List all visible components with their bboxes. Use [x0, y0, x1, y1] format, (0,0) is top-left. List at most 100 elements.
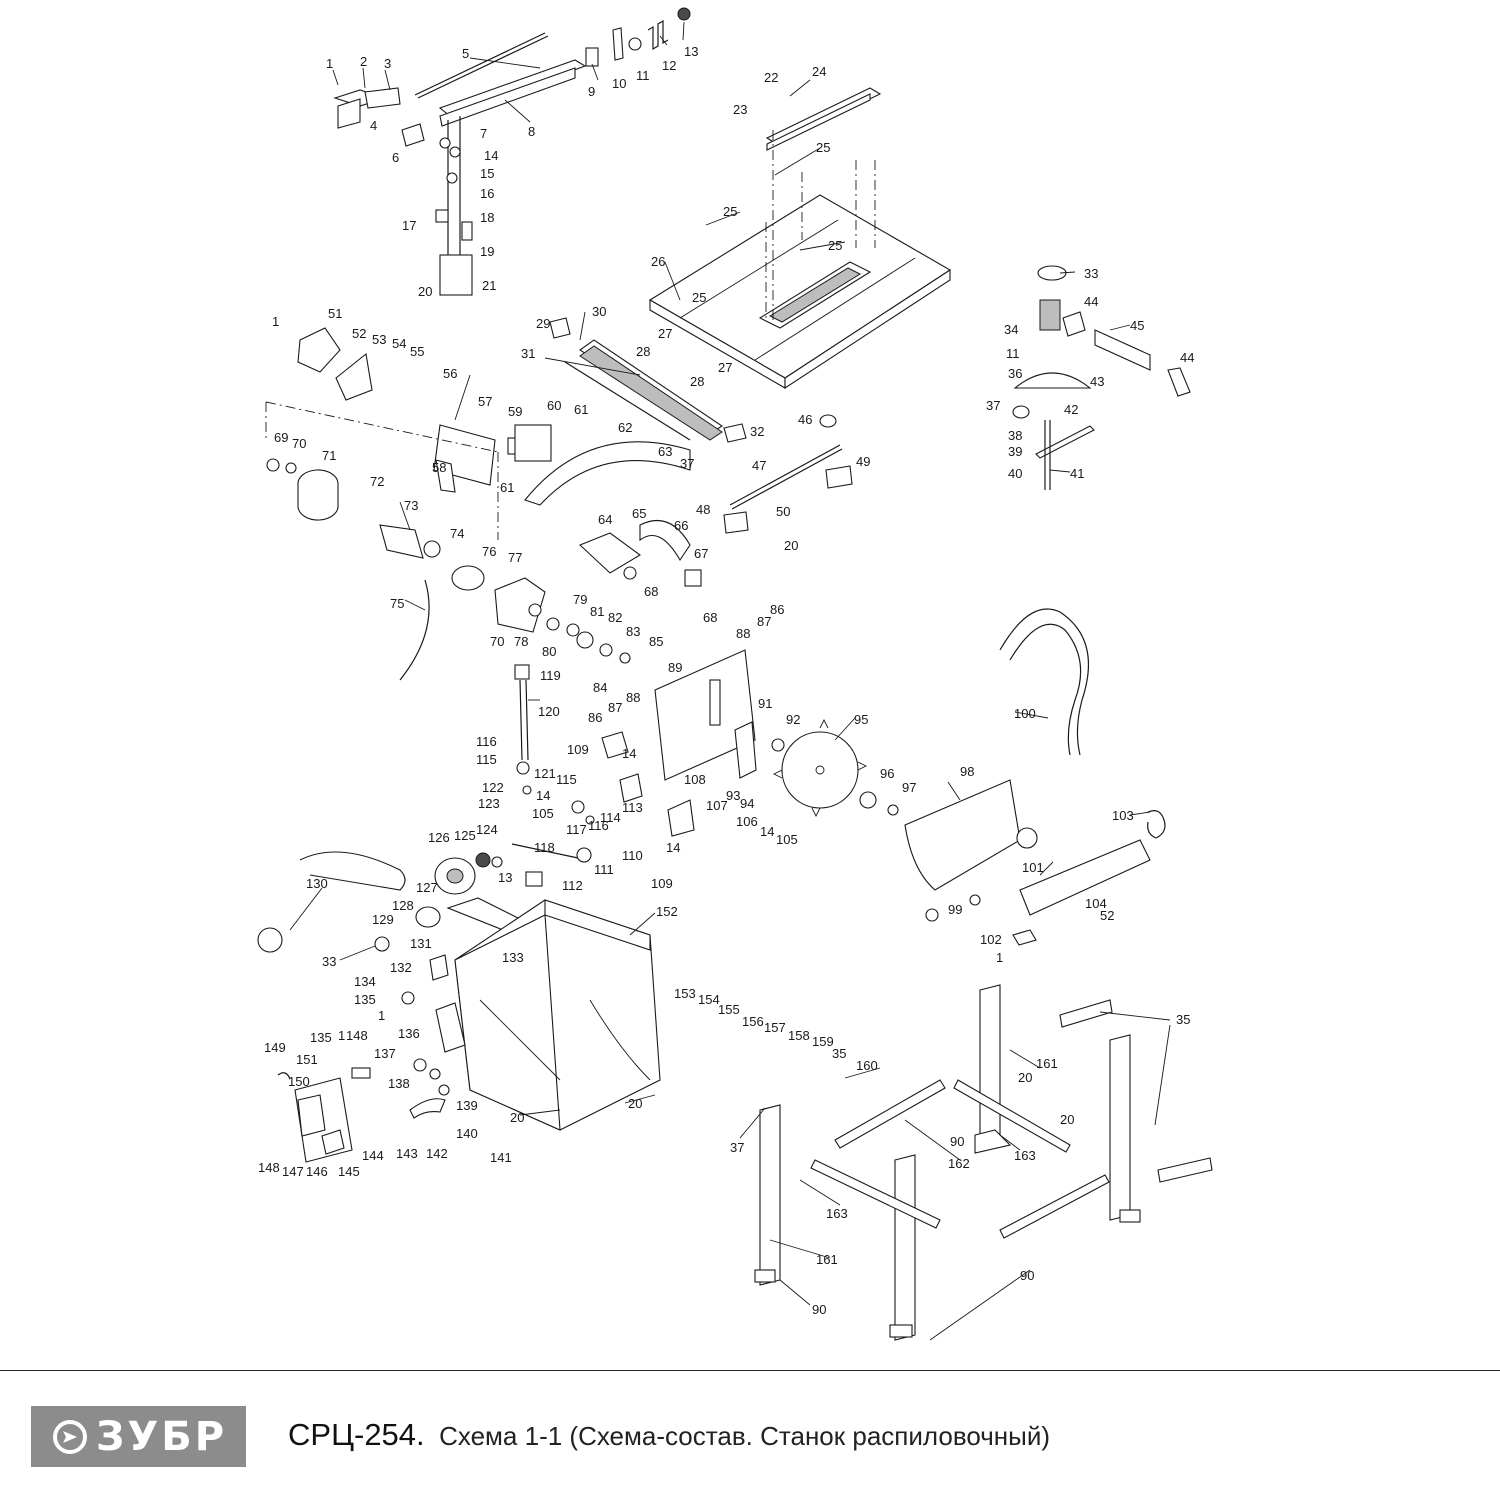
part-label: 43 [1090, 374, 1104, 389]
part-label: 6 [392, 150, 399, 165]
part-label: 44 [1084, 294, 1098, 309]
part-label: 110 [622, 848, 643, 863]
part-label: 162 [948, 1156, 970, 1171]
part-label: 67 [694, 546, 708, 561]
part-label: 24 [812, 64, 826, 79]
saw-blade [772, 718, 899, 818]
part-label: 134 [354, 974, 376, 989]
part-label: 14 [760, 824, 774, 839]
part-label: 118 [534, 840, 555, 855]
part-label: 86 [770, 602, 784, 617]
part-label: 98 [960, 764, 974, 779]
part-label: 129 [372, 912, 394, 927]
part-label: 77 [508, 550, 522, 565]
part-label: 125 [454, 828, 476, 843]
part-label: 74 [450, 526, 464, 541]
part-label: 113 [622, 800, 643, 815]
part-label: 34 [1004, 322, 1018, 337]
part-label: 1 [996, 950, 1003, 965]
diagram-caption: Схема 1-1 (Схема-состав. Станок распилов… [439, 1421, 1050, 1451]
part-label: 159 [812, 1034, 834, 1049]
part-label: 93 [726, 788, 740, 803]
part-label: 130 [306, 876, 328, 891]
part-label: 156 [742, 1014, 764, 1029]
part-label: 62 [618, 420, 632, 435]
part-label: 35 [832, 1046, 846, 1061]
part-label: 83 [626, 624, 640, 639]
part-label: 148 [346, 1028, 368, 1043]
part-label: 63 [658, 444, 672, 459]
part-label: 42 [1064, 402, 1078, 417]
part-label: 84 [593, 680, 607, 695]
part-label: 46 [798, 412, 812, 427]
part-label: 37 [986, 398, 1000, 413]
part-label: 37 [680, 456, 694, 471]
part-label: 153 [674, 986, 696, 1001]
part-label: 19 [480, 244, 494, 259]
part-label: 117 [566, 822, 587, 837]
part-label: 66 [674, 518, 688, 533]
brand-logo: ЗУБР [31, 1406, 246, 1467]
part-label: 135 [310, 1030, 332, 1045]
part-label: 87 [757, 614, 771, 629]
part-label: 161 [816, 1252, 838, 1267]
part-label: 115 [476, 752, 497, 767]
part-label: 57 [478, 394, 492, 409]
part-label: 20 [1060, 1112, 1074, 1127]
part-label: 20 [784, 538, 798, 553]
part-label: 88 [626, 690, 640, 705]
trunnion-plate [571, 649, 785, 837]
part-label: 90 [1020, 1268, 1034, 1283]
part-label: 49 [856, 454, 870, 469]
part-label: 107 [706, 798, 728, 813]
part-label: 70 [490, 634, 504, 649]
part-label: 14 [666, 840, 680, 855]
part-label: 2 [360, 54, 367, 69]
part-label: 52 [352, 326, 366, 341]
brand-name: ЗУБР [95, 1413, 228, 1460]
part-label: 136 [398, 1026, 420, 1041]
part-label: 100 [1014, 706, 1036, 721]
part-label: 25 [723, 204, 737, 219]
part-label: 13 [684, 44, 698, 59]
part-label: 4 [370, 118, 377, 133]
part-label: 23 [733, 102, 747, 117]
part-label: 142 [426, 1146, 448, 1161]
part-label: 5 [462, 46, 469, 61]
part-label: 28 [636, 344, 650, 359]
part-label: 97 [902, 780, 916, 795]
part-label: 116 [588, 818, 609, 833]
part-label: 70 [292, 436, 306, 451]
part-label: 50 [776, 504, 790, 519]
part-label: 128 [392, 898, 414, 913]
part-number-labels: 1 2 3 4 5 6 7 8 9 10 11 12 13 14 15 16 1… [258, 44, 1194, 1317]
footer-divider [0, 1370, 1500, 1371]
part-label: 108 [684, 772, 706, 787]
arrow-logo-icon [52, 1419, 87, 1454]
rear-support [723, 414, 853, 534]
part-label: 29 [536, 316, 550, 331]
part-label: 33 [1084, 266, 1098, 281]
part-label: 137 [374, 1046, 396, 1061]
part-label: 102 [980, 932, 1002, 947]
part-label: 147 [282, 1164, 304, 1179]
part-label: 122 [482, 780, 504, 795]
part-label: 124 [476, 822, 498, 837]
part-label: 152 [656, 904, 678, 919]
part-label: 127 [416, 880, 438, 895]
part-label: 139 [456, 1098, 478, 1113]
part-label: 105 [776, 832, 798, 847]
part-label: 112 [562, 878, 583, 893]
part-label: 21 [482, 278, 496, 293]
part-label: 41 [1070, 466, 1084, 481]
part-label: 73 [404, 498, 418, 513]
part-label: 116 [476, 734, 497, 749]
part-label: 132 [390, 960, 412, 975]
part-label: 58 [432, 460, 446, 475]
part-label: 25 [816, 140, 830, 155]
part-label: 27 [658, 326, 672, 341]
part-label: 1 [272, 314, 279, 329]
part-label: 163 [1014, 1148, 1036, 1163]
part-label: 157 [764, 1020, 786, 1035]
part-label: 38 [1008, 428, 1022, 443]
